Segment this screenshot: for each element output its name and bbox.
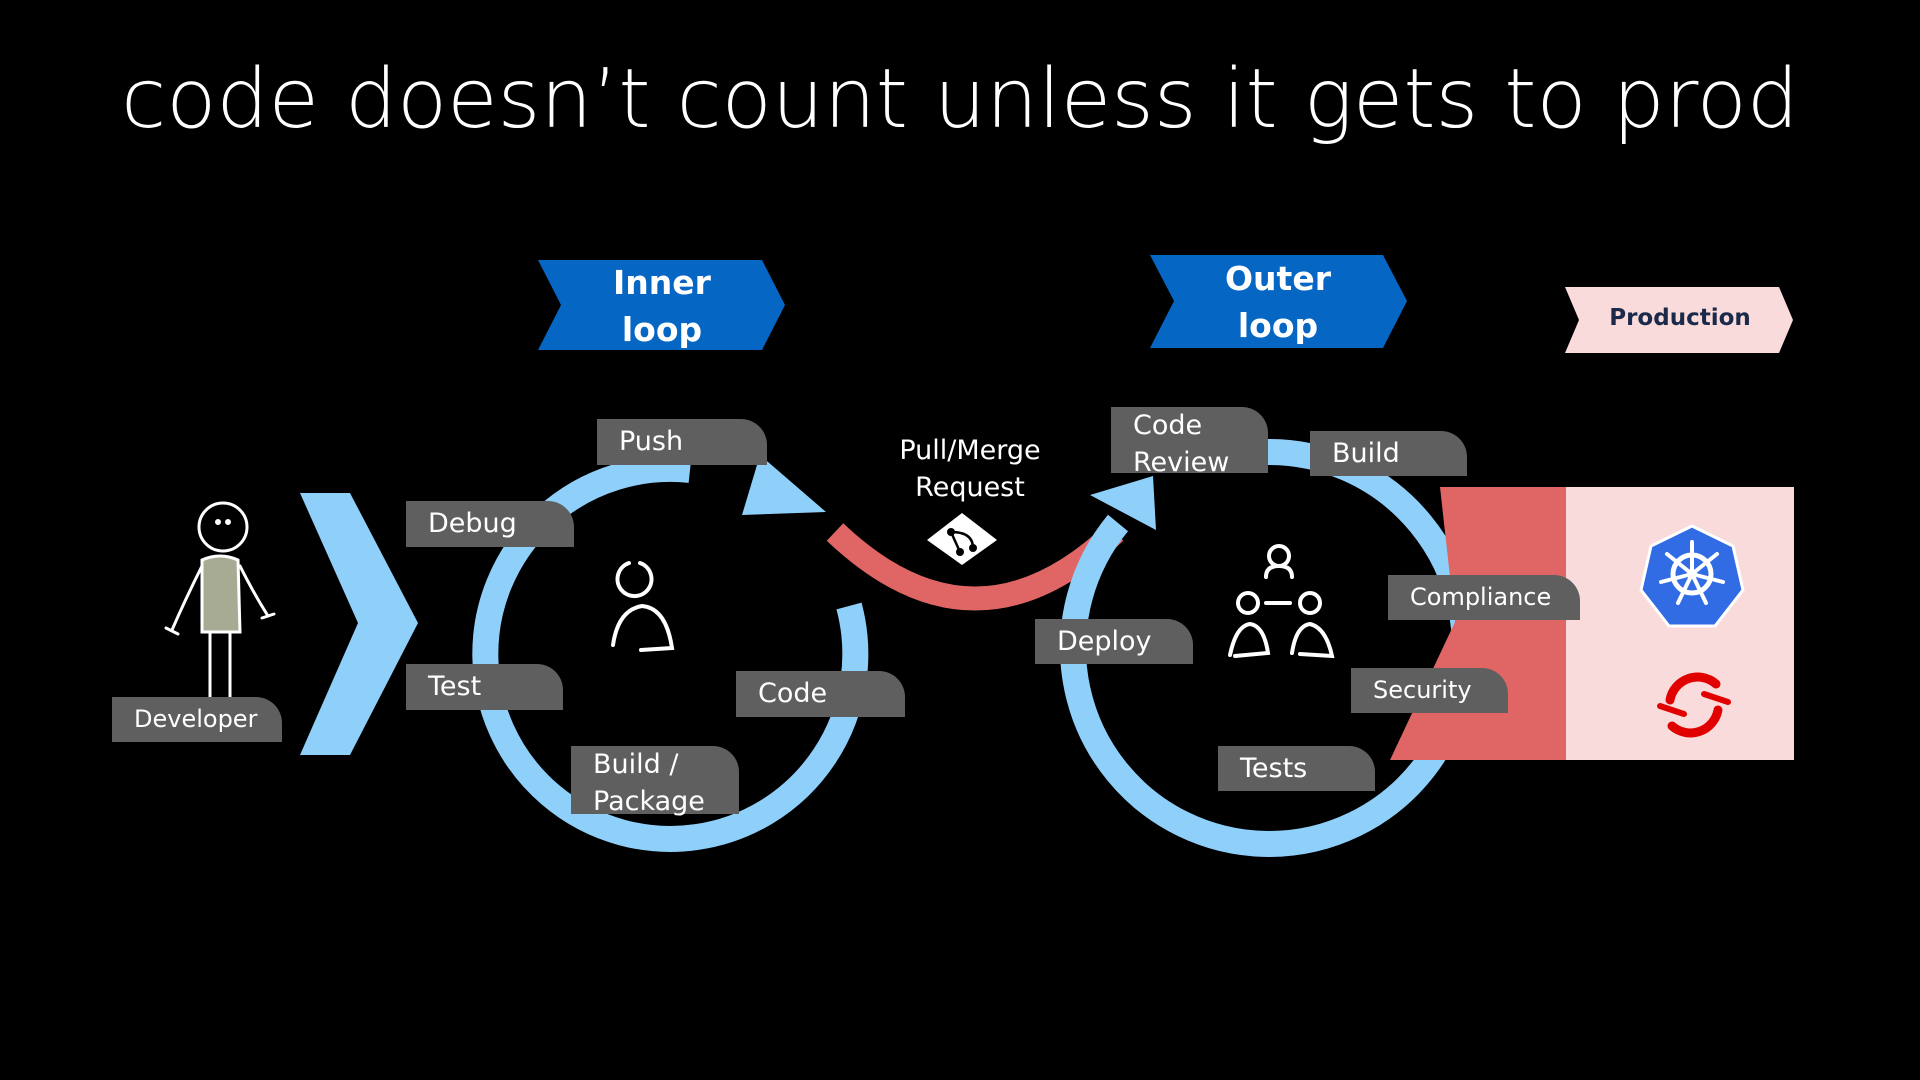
production-chevron: [1565, 287, 1793, 353]
outer-loop-label-line1: Outer: [1225, 259, 1331, 298]
team-icon: [1228, 544, 1335, 659]
security-step: Security: [1351, 668, 1508, 713]
build-package-line2: Package: [593, 786, 705, 817]
debug-step: Debug: [406, 501, 574, 547]
test-step: Test: [406, 664, 563, 710]
inner-loop-chevron: [538, 260, 785, 350]
build-package-step: Build / Package: [571, 746, 739, 817]
pull-request-label-line1: Pull/Merge: [899, 435, 1041, 466]
developer-label: Developer: [112, 697, 282, 742]
tests-step: Tests: [1218, 746, 1375, 791]
stick-figure-icon: [164, 501, 276, 700]
code-review-step: Code Review: [1111, 407, 1268, 478]
openshift-icon: [1657, 672, 1731, 738]
outer-loop-arc: [1060, 438, 1478, 857]
pr-arc: [826, 523, 1124, 611]
code-step: Code: [736, 671, 905, 717]
inner-loop-label-line1: Inner: [613, 263, 711, 302]
deploy-step: Deploy: [1035, 619, 1193, 664]
entry-chevron: [300, 493, 418, 755]
person-icon: [611, 561, 675, 652]
page-title: code doesn’t count unless it gets to pro…: [121, 52, 1799, 147]
production-label: Production: [1609, 305, 1751, 331]
outer-loop-arrowhead: [1090, 476, 1156, 530]
outer-loop-label-line2: loop: [1237, 306, 1319, 345]
inner-loop-arrowhead: [742, 455, 826, 515]
outer-loop-label: Outer loop: [1178, 255, 1378, 349]
kubernetes-icon: [1639, 524, 1745, 628]
test-step-label: Test: [428, 671, 482, 702]
compliance-step: Compliance: [1388, 575, 1580, 620]
pull-request-label-line2: Request: [915, 472, 1025, 503]
code-review-line1: Code: [1133, 410, 1203, 441]
git-merge-icon: [927, 513, 997, 565]
outer-loop-chevron: [1150, 255, 1407, 348]
build-package-line1: Build /: [593, 749, 679, 780]
code-review-line2: Review: [1133, 447, 1230, 478]
pull-request-label: Pull/Merge Request: [870, 432, 1070, 506]
push-step: Push: [597, 419, 767, 465]
build-step: Build: [1310, 431, 1467, 476]
inner-loop-label-line2: loop: [621, 310, 703, 349]
inner-loop-label: Inner loop: [562, 259, 762, 353]
